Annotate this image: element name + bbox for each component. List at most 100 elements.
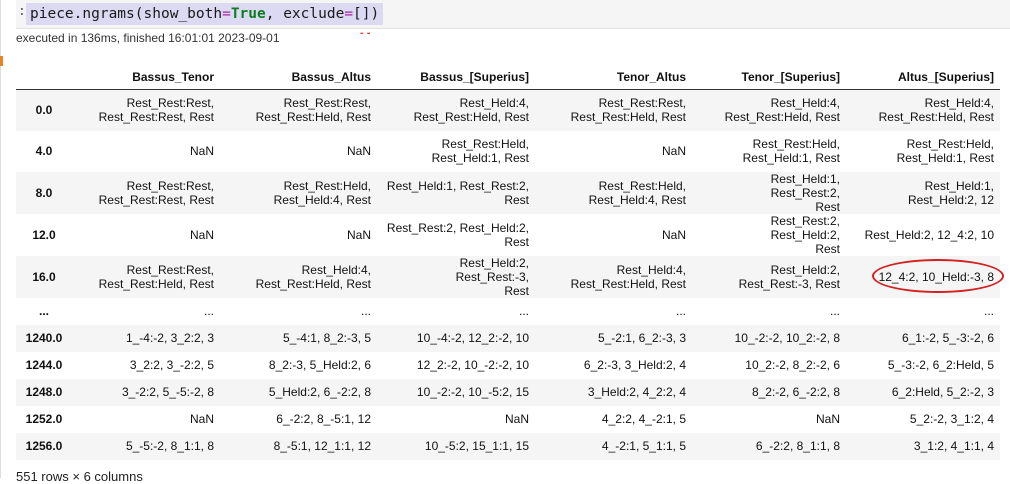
cell-line: Rest_Rest:Rest, Rest bbox=[98, 192, 214, 207]
table-cell: NaN bbox=[220, 214, 377, 256]
table-cell: 1_-4:-2, 3_2:2, 3 bbox=[72, 325, 220, 352]
cell-line: Rest_Held:4, Rest bbox=[588, 192, 686, 207]
cell-line: ... bbox=[983, 304, 994, 318]
table-cell: Rest_Rest:Held,Rest_Held:1, Rest bbox=[692, 131, 846, 172]
cell-line: 6_2:Held, 5_2:-2, 3 bbox=[891, 385, 994, 399]
table-cell: 12_2:-2, 10_-2:-2, 10 bbox=[377, 352, 535, 379]
table-cell: Rest_Rest:Rest,Rest_Rest:Held, Rest bbox=[220, 90, 377, 131]
table-cell: 10_-2:-2, 10_-5:2, 15 bbox=[377, 379, 535, 406]
cell-line: 5_-2:1, 6_2:-3, 3 bbox=[597, 331, 686, 345]
table-cell: NaN bbox=[72, 214, 220, 256]
table-cell: Rest_Rest:Held,Rest_Held:4, Rest bbox=[220, 172, 377, 214]
code-arg2-name: exclude bbox=[283, 6, 345, 22]
cell-line: 10_-2:-2, 10_-5:2, 15 bbox=[416, 385, 529, 399]
column-header-bassus-tenor: Bassus_Tenor bbox=[72, 64, 220, 90]
cell-line: 10_2:-2, 8_2:-2, 6 bbox=[745, 358, 840, 372]
table-cell: ... bbox=[72, 298, 220, 325]
cell-line: Rest_Rest:Rest, bbox=[126, 96, 214, 111]
cell-line: Rest_Rest:Held, bbox=[441, 137, 529, 151]
table-cell: Rest_Held:2,Rest_Rest:-3, Rest bbox=[692, 256, 846, 298]
cell-line: ... bbox=[518, 304, 529, 318]
cell-line: Rest bbox=[504, 234, 529, 249]
cell-line: 6_1:-2, 5_-3:-2, 6 bbox=[901, 331, 994, 345]
table-cell: NaN bbox=[220, 131, 377, 172]
table-cell: 10_-4:-2, 12_2:-2, 10 bbox=[377, 325, 535, 352]
table-cell: 5_-4:1, 8_2:-3, 5 bbox=[220, 325, 377, 352]
cell-line: 5_-4:1, 8_2:-3, 5 bbox=[282, 331, 371, 345]
cell-line: Rest_Held:1, Rest bbox=[431, 151, 529, 165]
cell-line: Rest_Held:2, Rest_Rest:-3, bbox=[455, 255, 529, 284]
code-arg2-value: [] bbox=[353, 6, 371, 22]
code-editor[interactable]: piece.ngrams(show_both=True, exclude=[]) bbox=[26, 3, 384, 25]
table-cell: NaN bbox=[535, 214, 692, 256]
table-cell: Rest_Held:4,Rest_Rest:Held, Rest bbox=[220, 256, 377, 298]
cell-line: Rest_Rest:Rest, bbox=[126, 262, 214, 277]
cell-line: Rest_Rest:Held, Rest bbox=[255, 110, 371, 125]
row-index: 1252.0 bbox=[25, 412, 63, 426]
cell-line: 8_-5:1, 12_1:1, 12 bbox=[273, 439, 371, 453]
cell-line: Rest_Rest:Held, bbox=[906, 137, 994, 151]
cell-line: ... bbox=[829, 304, 840, 318]
table-cell: Rest_Rest:Rest,Rest_Rest:Held, Rest bbox=[72, 256, 220, 298]
row-index: 4.0 bbox=[35, 144, 53, 158]
cell-line: Rest_Held:1, Rest bbox=[896, 151, 994, 165]
table-cell: Rest_Held:4,Rest_Rest:Held, Rest bbox=[377, 90, 535, 131]
cell-line: 1_-4:-2, 3_2:2, 3 bbox=[125, 331, 214, 345]
execution-status: executed in 136ms, finished 16:01:01 202… bbox=[16, 31, 280, 45]
cell-line: NaN bbox=[815, 412, 840, 426]
cell-line: Rest_Rest:-3, Rest bbox=[738, 276, 840, 291]
table-cell: 5_-3:-2, 6_2:Held, 5 bbox=[846, 352, 1000, 379]
table-cell: NaN bbox=[72, 406, 220, 433]
row-index: 12.0 bbox=[32, 227, 56, 242]
dataframe-shape: 551 rows × 6 columns bbox=[16, 469, 143, 484]
cell-line: 5_-3:-2, 6_2:Held, 5 bbox=[887, 358, 994, 372]
code-cell[interactable]: : piece.ngrams(show_both=True, exclude=[… bbox=[16, 0, 1010, 29]
output-marker bbox=[0, 56, 3, 66]
cell-line: Rest_Held:4, bbox=[770, 96, 840, 111]
table-cell: Rest_Rest:2, Rest_Held:2,Rest bbox=[692, 214, 846, 256]
execution-marks: - - bbox=[360, 27, 371, 39]
cell-line: Rest_Rest:Rest, bbox=[598, 96, 686, 111]
table-cell: 8_2:-3, 5_Held:2, 6 bbox=[220, 352, 377, 379]
table-cell: Rest_Rest:Rest,Rest_Rest:Rest, Rest bbox=[72, 172, 220, 214]
cell-line: 8_2:-2, 6_-2:2, 8 bbox=[751, 385, 840, 399]
table-cell: 6_1:-2, 5_-3:-2, 6 bbox=[846, 325, 1000, 352]
cell-line: 10_-2:-2, 10_2:-2, 8 bbox=[734, 331, 840, 345]
cell-line: Rest_Rest:Held, Rest bbox=[413, 110, 529, 125]
table-cell: 4_2:2, 4_-2:1, 5 bbox=[535, 406, 692, 433]
table-cell: 5_-2:1, 6_2:-3, 3 bbox=[535, 325, 692, 352]
table-cell: Rest_Rest:2, Rest_Held:2,Rest bbox=[377, 214, 535, 256]
table-cell: Rest_Held:4,Rest_Rest:Held, Rest bbox=[692, 90, 846, 131]
cell-line: Rest_Held:4, bbox=[459, 96, 529, 111]
cell-line: Rest_Rest:2, Rest_Held:2, bbox=[386, 220, 529, 235]
table-cell: Rest_Held:4,Rest_Rest:Held, Rest bbox=[535, 256, 692, 298]
column-header-tenor-altus: Tenor_Altus bbox=[535, 64, 692, 90]
cell-line: Rest_Held:2, bbox=[770, 262, 840, 277]
cell-line: 8_2:-3, 5_Held:2, 6 bbox=[268, 358, 371, 372]
cell-line: 5_-5:-2, 8_1:1, 8 bbox=[125, 439, 214, 453]
cell-line: Rest_Rest:2, Rest_Held:2, bbox=[770, 213, 840, 242]
cell-line: ... bbox=[360, 304, 371, 318]
code-arg1-value: True bbox=[230, 6, 266, 22]
table-cell: NaN bbox=[535, 131, 692, 172]
cell-line: Rest bbox=[504, 192, 529, 207]
table-cell: 5_2:-2, 3_1:2, 4 bbox=[846, 406, 1000, 433]
cell-line: Rest_Held:1, Rest bbox=[742, 151, 840, 165]
row-index: 8.0 bbox=[35, 185, 53, 200]
table-cell: Rest_Rest:Held,Rest_Held:1, Rest bbox=[377, 131, 535, 172]
cell-line: 12_2:-2, 10_-2:-2, 10 bbox=[416, 358, 529, 372]
cell-line: 10_-4:-2, 12_2:-2, 10 bbox=[416, 331, 529, 345]
table-cell: Rest_Rest:Rest,Rest_Rest:Held, Rest bbox=[535, 90, 692, 131]
cell-line: Rest_Rest:Held, bbox=[752, 137, 840, 151]
cell-line: ... bbox=[675, 304, 686, 318]
cell-line: 6_2:-3, 3_Held:2, 4 bbox=[583, 358, 686, 372]
cell-line: Rest_Rest:Held, bbox=[598, 178, 686, 193]
table-cell: 10_-2:-2, 10_2:-2, 8 bbox=[692, 325, 846, 352]
